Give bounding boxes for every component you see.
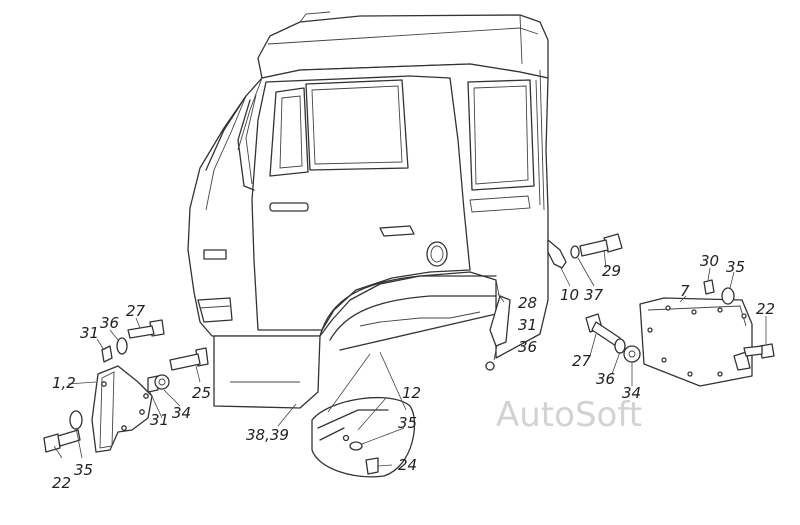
callout-25: 25 (192, 384, 211, 402)
part-25-bolt (169, 347, 209, 371)
detail-view-circle (311, 396, 416, 478)
callout-7: 7 (680, 282, 690, 300)
part-27-left-bolt (127, 319, 165, 339)
callout-36-right: 36 (596, 370, 615, 388)
callout-1-2: 1,2 (52, 374, 76, 392)
callout-37: 37 (584, 286, 604, 304)
callout-36-left: 36 (100, 314, 119, 332)
part-1-2-bracket (91, 365, 153, 453)
part-29-bolt (579, 233, 623, 257)
callout-31-b: 31 (150, 411, 169, 429)
truck-cab (187, 11, 549, 409)
callout-38-39: 38,39 (246, 426, 289, 444)
callout-28: 28 (518, 294, 537, 312)
callout-35-right: 35 (726, 258, 745, 276)
part-34-right-lockwasher (623, 345, 641, 363)
part-36-left-washer (116, 337, 128, 355)
callout-22-right: 22 (756, 300, 775, 318)
part-31-left-nut (101, 345, 113, 363)
cab-door (251, 75, 471, 331)
callout-12: 12 (402, 384, 421, 402)
callout-24: 24 (398, 456, 417, 474)
callout-22-left: 22 (52, 474, 71, 492)
door-handle (269, 202, 309, 212)
callout-30: 30 (700, 252, 719, 270)
part-22-right-bolt (743, 343, 775, 359)
callout-35-left: 35 (74, 461, 93, 479)
callout-35-detail: 35 (398, 414, 417, 432)
door-window (305, 79, 409, 171)
part-30-nut (703, 279, 715, 295)
part-7-panel (639, 297, 753, 387)
callout-31-c: 31 (518, 316, 537, 334)
part-36-right-washer (614, 338, 626, 354)
side-marker (203, 249, 227, 260)
watermark-text: AutoSoft (496, 395, 642, 435)
callout-29: 29 (602, 262, 621, 280)
part-27-right-bolt (585, 313, 621, 347)
part-10-clip (547, 239, 567, 269)
part-22-left-bolt (43, 429, 81, 453)
filler-cap (426, 241, 448, 267)
callout-36-mid: 36 (518, 338, 537, 356)
callout-27-left: 27 (126, 302, 146, 320)
lower-side-panel (213, 335, 321, 409)
callout-34-right: 34 (622, 384, 641, 402)
callout-27-right: 27 (572, 352, 592, 370)
callout-31-a: 31 (80, 324, 99, 342)
part-35-right-washer (721, 287, 735, 305)
part-35-left-washer (69, 410, 83, 430)
part-34-left-lockwasher (154, 374, 170, 390)
leader-lines (53, 249, 767, 467)
callout-34-left: 34 (172, 404, 191, 422)
callout-10: 10 (560, 286, 579, 304)
rear-window (467, 79, 535, 191)
callout-labels: 1,2 22 35 31 36 27 31 34 25 38,39 12 35 … (52, 252, 775, 492)
